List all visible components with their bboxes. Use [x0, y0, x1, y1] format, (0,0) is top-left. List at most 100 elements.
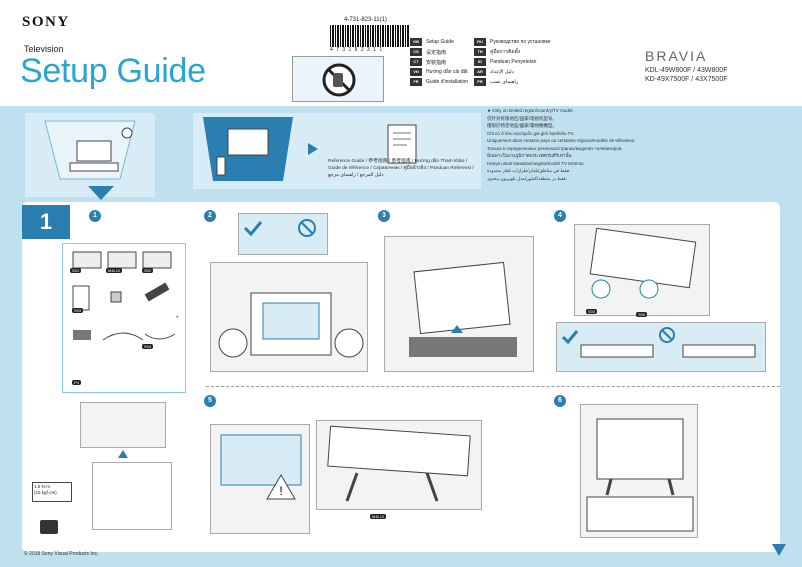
- part-number: 4-731-823-11(1): [344, 17, 387, 23]
- no-touch-screen-illustration: [292, 56, 384, 102]
- lang-name: راهنمای نصب: [490, 79, 519, 85]
- lang-item: GB Setup Guide: [410, 37, 468, 47]
- screw-detail-icon: !: [220, 434, 302, 500]
- part-label: P4: [72, 380, 81, 385]
- part-label: S04: [142, 344, 154, 349]
- lang-name: 安裝指南: [426, 59, 447, 66]
- caution-icon: !: [279, 484, 282, 498]
- brand-logo: SONY: [22, 14, 70, 30]
- lang-code: AR: [474, 68, 486, 76]
- note-line: 仅针对有限地区/国家/电视机型号。: [487, 115, 557, 121]
- lang-item: ID Panduan Penyetelan: [474, 57, 551, 67]
- barcode: [330, 25, 410, 47]
- lang-name: Setup Guide: [426, 39, 454, 45]
- lay-tv-face-down-icon: [409, 261, 517, 357]
- lang-item: VN Hướng dẫn cài đặt: [410, 67, 468, 77]
- step3-illustration: [384, 236, 534, 372]
- model-line: KD-49X7500F / 43X7500F: [645, 76, 728, 83]
- substep-3: 3: [378, 210, 390, 222]
- reference-guide-label: Reference Guide / 参考指南 / 参考指南 / Hướng dẫ…: [328, 159, 474, 178]
- part-label: S03: [586, 309, 598, 314]
- lang-code: RU: [474, 38, 486, 46]
- note-line: ★ Only on limited region/country/TV mode…: [487, 108, 574, 113]
- check-and-prohibit-icons: [243, 219, 316, 237]
- lang-name: คู่มือการติดตั้ง: [490, 49, 521, 55]
- lang-name: دليل الإعداد: [490, 69, 514, 75]
- substep-4: 4: [554, 210, 566, 222]
- part-label: M4L12: [106, 268, 123, 273]
- lang-item: TH คู่มือการติดตั้ง: [474, 47, 551, 57]
- model-line: KDL-49W800F / 43W800F: [645, 67, 728, 74]
- parts-icons: [72, 251, 176, 341]
- tv-room-icon: [44, 120, 136, 180]
- section-divider: [206, 386, 780, 387]
- substep-6: 6: [554, 395, 566, 407]
- tv-on-wall-icon: [203, 117, 417, 181]
- note-line: 僅限於特定地區/國家/電視機機型。: [487, 123, 557, 128]
- room-illustration: [25, 113, 155, 197]
- note-line: มีเฉพาะในบางภูมิภาค/ประเทศ/รุ่นทีวีเท่าน…: [487, 153, 572, 158]
- lang-name: Panduan Penyetelan: [490, 59, 537, 65]
- supplied-parts: [62, 243, 186, 393]
- note-line: Hanya untuk kawasan/negara/model TV tert…: [487, 160, 585, 166]
- lang-code: CT: [410, 58, 422, 66]
- part-label: S02: [142, 268, 154, 273]
- part-label: S01: [70, 268, 82, 273]
- attach-stand-icon: [589, 227, 697, 299]
- language-list-right: RU Руководство по установке TH คู่มือการติ…: [474, 37, 551, 87]
- lang-name: Руководство по установке: [490, 39, 551, 45]
- step-number: 1: [22, 205, 70, 239]
- grip-comparison: [238, 213, 328, 255]
- note-line: Chỉ có ở khu vực/quốc gia giới hạn/kiểu …: [487, 130, 575, 136]
- secure-stand-icon: [327, 425, 471, 502]
- notes-block: ★ Only on limited region/country/TV mode…: [487, 107, 747, 182]
- product-brand: BRAVIA: [645, 48, 708, 64]
- lang-item: PR راهنمای نصب: [474, 77, 551, 87]
- no-touch-icon: [322, 63, 356, 97]
- lang-name: 设定指南: [426, 49, 447, 56]
- torque-spec: 1.5 N·m {15 kgf·cm}: [32, 482, 72, 502]
- lang-code: TH: [474, 48, 486, 56]
- lift-arrow-icon: [118, 450, 128, 458]
- lang-code: GB: [410, 38, 422, 46]
- step2-illustration: [210, 262, 368, 372]
- carton-illustration: [92, 462, 172, 530]
- screw-label: M4L12: [370, 514, 387, 519]
- step5-detail-illustration: !: [210, 424, 310, 534]
- stand-tv-upright-icon: [586, 418, 694, 532]
- lang-code: VN: [410, 68, 422, 76]
- note-line: فقط در منطقه/کشور/مدل تلویزیون محدود.: [487, 175, 568, 181]
- part-label: S03: [72, 308, 84, 313]
- note-line: فقط في مناطق/بلدان/طرازات تلفاز محدودة.: [487, 168, 571, 173]
- lang-name: Guide d'installation: [426, 79, 469, 85]
- lang-item: RU Руководство по установке: [474, 37, 551, 47]
- part-label: S05: [636, 312, 648, 317]
- barcode-digits: 4 7 3 1 8 2 3 1 1: [330, 47, 384, 53]
- note-line: Только в определенных регионах/странах/м…: [487, 145, 623, 151]
- lang-item: CT 安裝指南: [410, 57, 468, 67]
- lang-item: AR دليل الإعداد: [474, 67, 551, 77]
- page-title: Setup Guide: [20, 52, 206, 90]
- toolbox-icon: [40, 520, 58, 534]
- note-line: Uniquement dans certains pays ou certain…: [487, 138, 636, 143]
- stand-in-box-illustration: [80, 402, 166, 448]
- step6-illustration: [580, 404, 698, 538]
- step4-illustration: [574, 224, 710, 316]
- step5-illustration: [316, 420, 482, 510]
- orientation-icons: [561, 327, 756, 358]
- part-asterisk: *: [176, 316, 179, 322]
- remove-from-box-icon: [218, 292, 364, 358]
- reference-illustration: [193, 113, 481, 189]
- lang-code: ID: [474, 58, 486, 66]
- language-list-left: GB Setup Guide CS 设定指南 CT 安裝指南 VN Hướng dẫn …: [410, 37, 468, 87]
- substep-5: 5: [204, 395, 216, 407]
- stand-orientation-comparison: [556, 322, 766, 372]
- lang-code: FR: [410, 78, 422, 86]
- substep-2: 2: [204, 210, 216, 222]
- lang-item: FR Guide d'installation: [410, 77, 468, 87]
- page-subtitle: Television: [24, 44, 64, 54]
- substep-1: 1: [89, 210, 101, 222]
- lang-code: PR: [474, 78, 486, 86]
- lang-code: CS: [410, 48, 422, 56]
- lang-name: Hướng dẫn cài đặt: [426, 69, 468, 75]
